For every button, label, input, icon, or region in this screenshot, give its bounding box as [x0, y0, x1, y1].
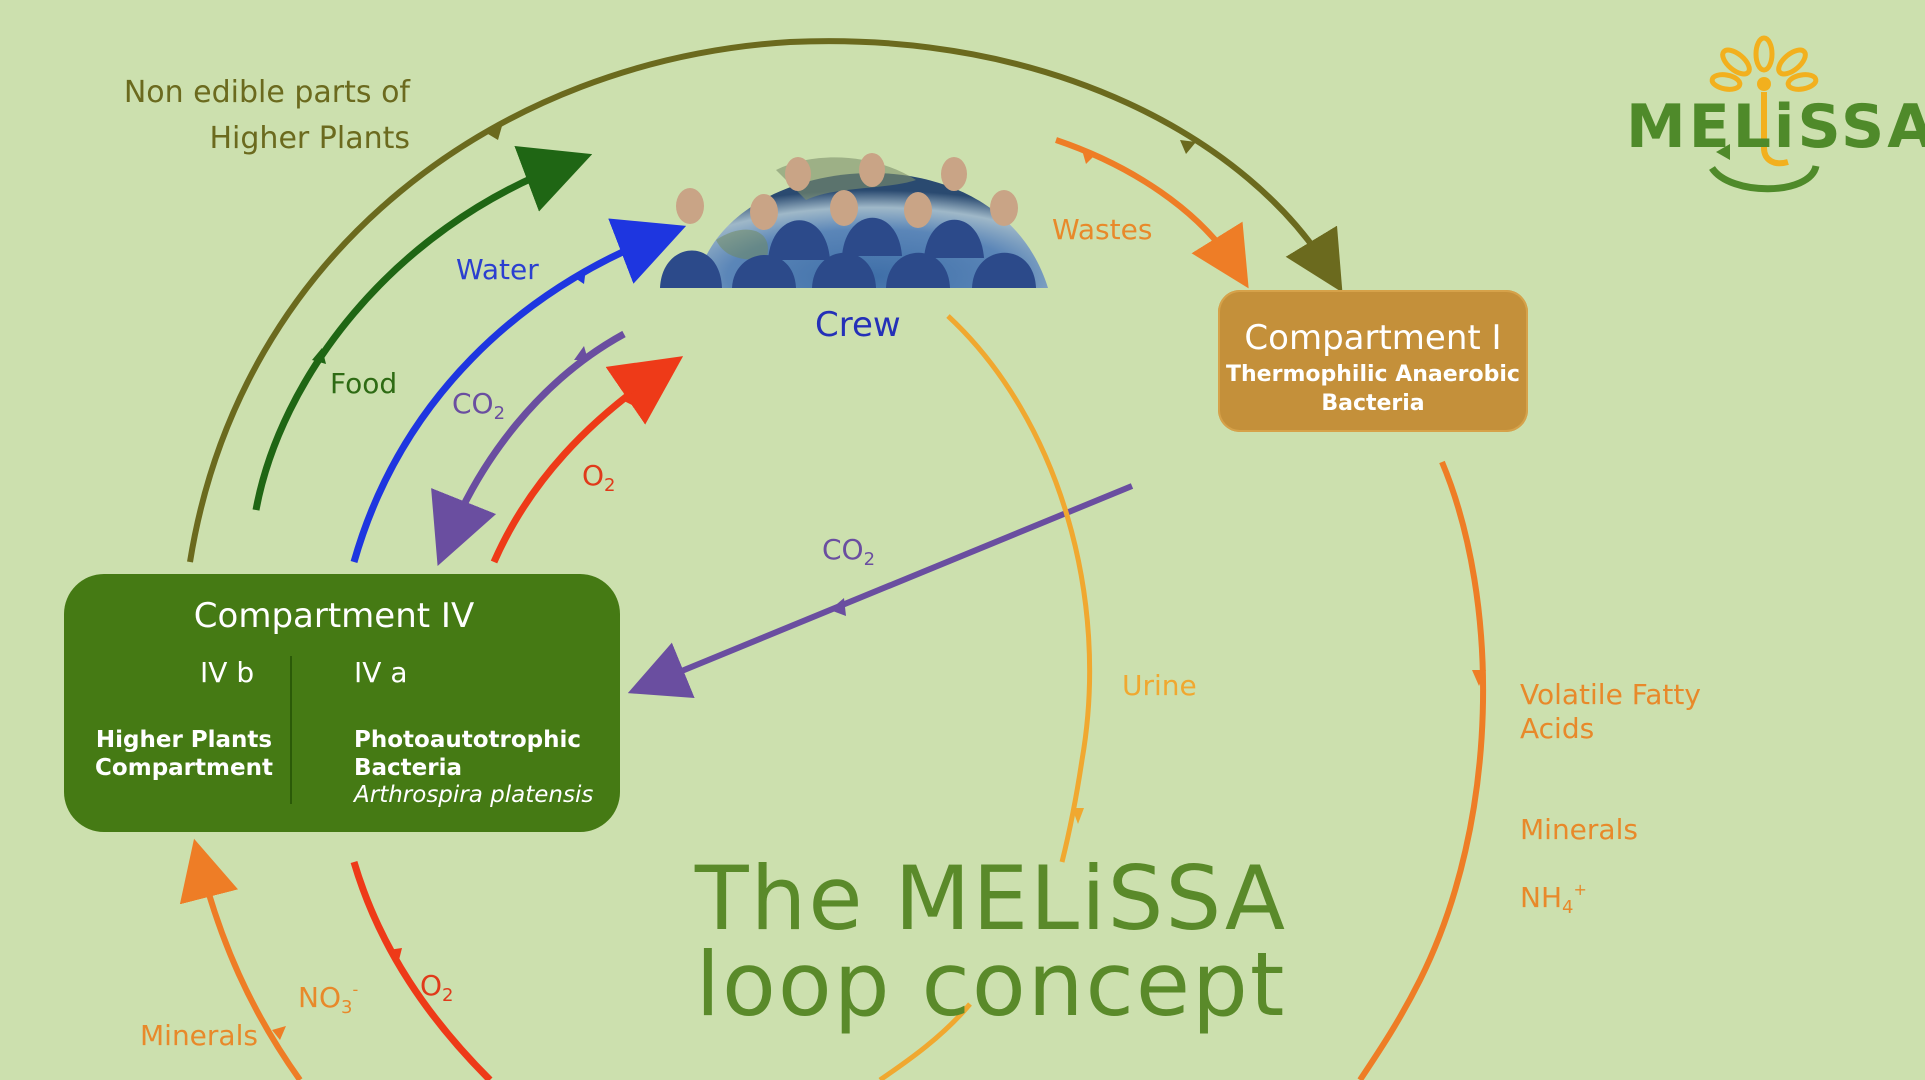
vfa-label: Volatile Fatty Acids [1520, 678, 1701, 745]
minerals-right-label: Minerals [1520, 813, 1638, 846]
wastes-label: Wastes [1052, 213, 1153, 246]
urine-arrow-bottom [878, 1002, 972, 1080]
co2-from-comp-arrow [627, 483, 1134, 699]
o2-upper-label: O2 [582, 459, 616, 496]
non-edible-arrow [187, 38, 1343, 563]
o2-down-arrow [350, 861, 493, 1080]
compartment-4-box: Compartment IV IV b IV a Higher Plants C… [64, 574, 620, 832]
photo-bacteria-text: Photoautotrophic Bacteria [354, 727, 582, 781]
title-line-2: loop concept [695, 933, 1287, 1036]
food-label: Food [330, 367, 398, 400]
crew-photo [656, 110, 1060, 288]
nitrate-arrow [179, 838, 303, 1080]
crew-label: Crew [815, 305, 901, 345]
logo-text: MELiSSA [1626, 92, 1925, 162]
diagram-title: The MELiSSA loop concept [626, 847, 1356, 1036]
compartment-1-box: Compartment I Thermophilic Anaerobic Bac… [1218, 290, 1528, 432]
compartment-4-title: Compartment IV [193, 596, 475, 636]
co2-mid-label: CO2 [822, 533, 876, 570]
ammonium-label: NH4+ [1520, 880, 1587, 918]
food-arrow [252, 146, 593, 511]
title-line-1: The MELiSSA [694, 847, 1288, 950]
urine-arrow [946, 314, 1093, 863]
compartment-1-subtitle-1: Thermophilic Anaerobic [1226, 362, 1520, 387]
o2-lower-label: O2 [420, 969, 454, 1006]
vfa-arrow [1357, 460, 1487, 1080]
water-label: Water [456, 253, 539, 286]
o2-to-crew-arrow [490, 356, 684, 564]
minerals-left-label: Minerals [140, 1019, 258, 1052]
compartment-1-subtitle-2: Bacteria [1321, 391, 1425, 416]
flower-icon [1709, 35, 1820, 193]
compartment-4b-label: IV b [200, 656, 255, 689]
species-text: Arthrospira platensis [354, 782, 594, 808]
co2-to-plants-arrow [431, 330, 626, 566]
melissa-logo: MELiSSA [1620, 20, 1925, 200]
compartment-1-title: Compartment I [1244, 318, 1502, 358]
co2-left-label: CO2 [452, 387, 506, 424]
higher-plants-text: Higher Plants Compartment [95, 727, 273, 781]
non-edible-label: Non edible parts of Higher Plants [123, 75, 410, 156]
water-arrow [350, 218, 687, 563]
nitrate-label: NO3- [298, 980, 359, 1018]
compartment-4-divider [290, 656, 292, 804]
wastes-arrow [1055, 137, 1249, 289]
compartment-4a-label: IV a [354, 656, 408, 689]
urine-label: Urine [1122, 669, 1197, 702]
